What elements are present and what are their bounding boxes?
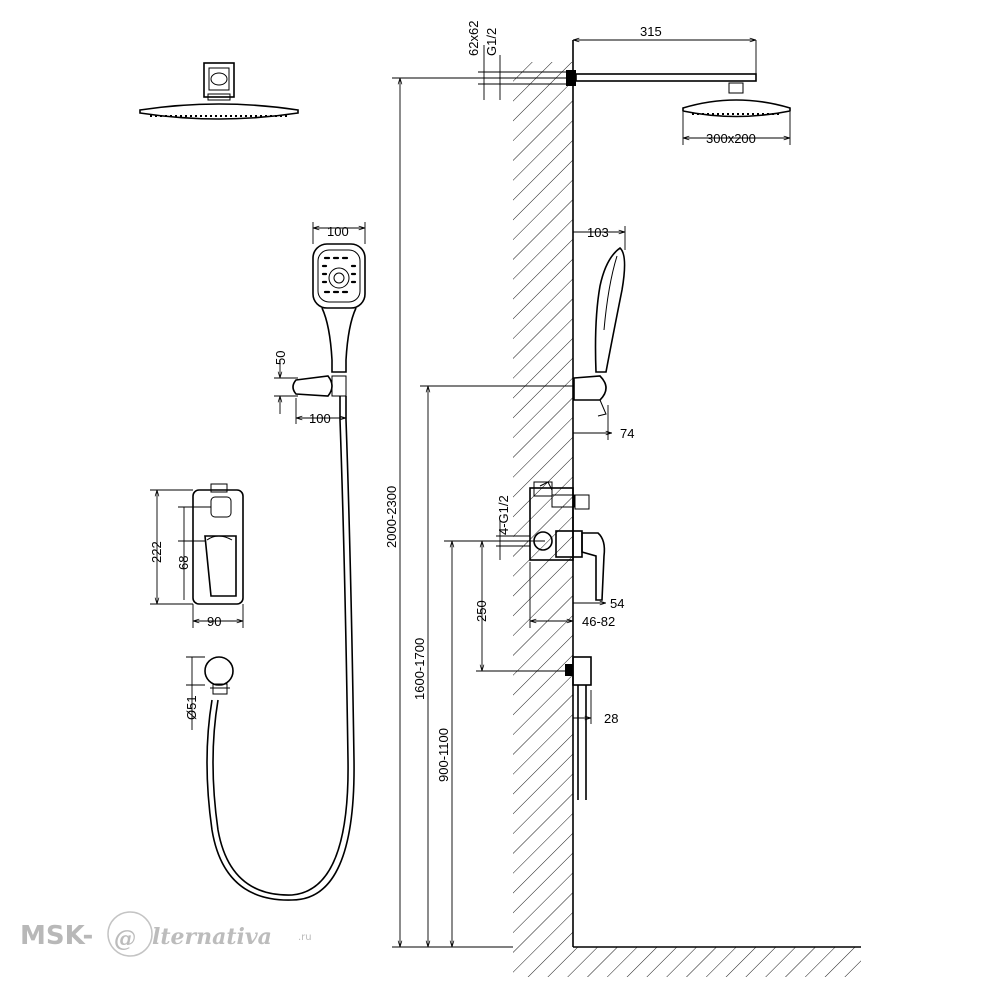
dim-outlet-diameter: Ø51 <box>184 695 199 720</box>
wall-outlet-side-view <box>565 656 592 800</box>
watermark-logo: MSK- @ lternativa .ru <box>20 911 312 957</box>
dim-holder-width: 100 <box>309 411 331 426</box>
dim-flange: 62x62 <box>466 21 481 56</box>
dim-holder-projection: 74 <box>620 426 634 441</box>
dim-thread-top: G1/2 <box>484 28 499 56</box>
dim-body-depth: 46-82 <box>582 614 615 629</box>
dim-hand-width: 100 <box>327 224 349 239</box>
watermark-symbol: @ <box>114 926 136 952</box>
hand-shower-front-view <box>206 243 366 901</box>
watermark-domain: .ru <box>298 932 312 943</box>
dim-hand-depth: 103 <box>587 225 609 240</box>
overhead-shower-front-view <box>139 62 299 120</box>
watermark-circle <box>107 911 153 957</box>
dim-valve-spacing: 250 <box>474 600 489 622</box>
dim-valve-floor: 900-1100 <box>436 728 451 782</box>
dim-handle-projection: 54 <box>610 596 624 611</box>
dim-outlet-projection: 28 <box>604 711 618 726</box>
watermark-brand-left: MSK- <box>20 921 93 951</box>
dim-valve-threads: 4-G1/2 <box>496 495 511 535</box>
mixer-plate-front-view <box>192 483 244 605</box>
dim-total-height: 2000-2300 <box>384 486 399 548</box>
dim-plate-width: 90 <box>207 614 221 629</box>
dim-holder-floor: 1600-1700 <box>412 638 427 700</box>
mixer-body-side-view <box>529 481 606 601</box>
dim-arm-length: 315 <box>640 24 662 39</box>
dim-holder-height: 50 <box>273 351 288 365</box>
dimension-labels: 62x62 G1/2 315 300x200 100 103 50 100 74… <box>149 21 756 782</box>
watermark-brand-right: lternativa <box>152 924 272 950</box>
shower-arm-side-view <box>566 70 791 118</box>
hand-shower-side-view <box>573 246 626 417</box>
dim-head-size: 300x200 <box>706 131 756 146</box>
dim-plate-inner: 68 <box>176 556 191 570</box>
dimension-lines <box>150 40 791 948</box>
wall-section <box>513 40 861 977</box>
wall-outlet-front-view <box>204 656 234 695</box>
dim-plate-height: 222 <box>149 541 164 563</box>
